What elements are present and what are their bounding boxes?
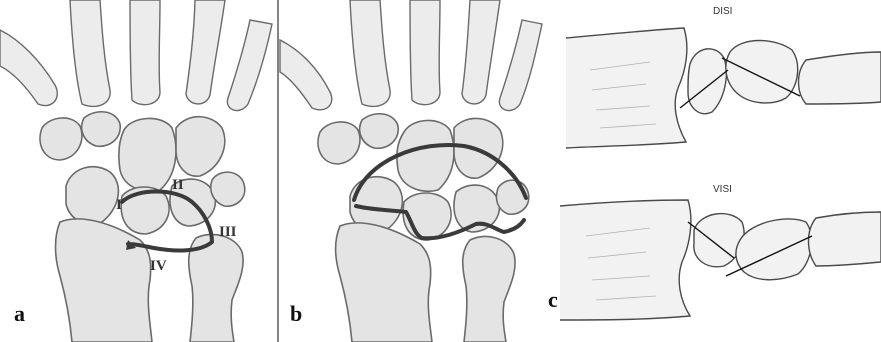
metacarpal-4 <box>186 0 225 104</box>
panel-letter-b: b <box>290 301 302 326</box>
metacarpal-3 <box>130 0 160 105</box>
metacarpal-4 <box>462 0 500 104</box>
panel-c: DISI VISI c <box>548 6 881 320</box>
hamate <box>176 117 225 176</box>
visi-capitate <box>736 219 812 280</box>
metacarpal-5 <box>227 20 272 111</box>
radius <box>336 223 433 342</box>
arc-label-iv: IV <box>150 258 167 274</box>
panel-a: I II III IV a <box>0 0 272 342</box>
arc-label-iii: III <box>219 224 237 240</box>
trapezium <box>318 122 360 164</box>
trapezoid <box>82 112 121 147</box>
trapezium <box>40 118 82 160</box>
panel-letter-a: a <box>14 301 25 326</box>
arc-label-i: I <box>116 197 122 213</box>
capitate <box>397 120 454 191</box>
metacarpal-2 <box>70 0 110 106</box>
trapezoid <box>360 114 399 149</box>
visi-metacarpal <box>809 212 881 266</box>
arc-label-ii: II <box>172 177 184 193</box>
label-disi: DISI <box>713 6 732 17</box>
label-visi: VISI <box>713 184 732 195</box>
disi-capitate <box>726 41 798 103</box>
metacarpal-thumb <box>280 40 332 110</box>
disi-metacarpal <box>799 52 881 104</box>
scaphoid <box>66 167 118 224</box>
metacarpal-thumb <box>0 30 57 106</box>
ulna <box>463 236 515 342</box>
metacarpal-2 <box>350 0 390 106</box>
visi-radius <box>560 200 691 320</box>
metacarpal-3 <box>410 0 440 105</box>
disi-lunate <box>688 49 726 114</box>
radius <box>56 219 153 342</box>
panel-b: b <box>280 0 542 342</box>
metacarpal-5 <box>499 20 542 111</box>
pisiform <box>211 172 245 206</box>
panel-letter-c: c <box>548 287 558 312</box>
capitate <box>119 118 176 191</box>
disi-radius <box>566 28 687 148</box>
